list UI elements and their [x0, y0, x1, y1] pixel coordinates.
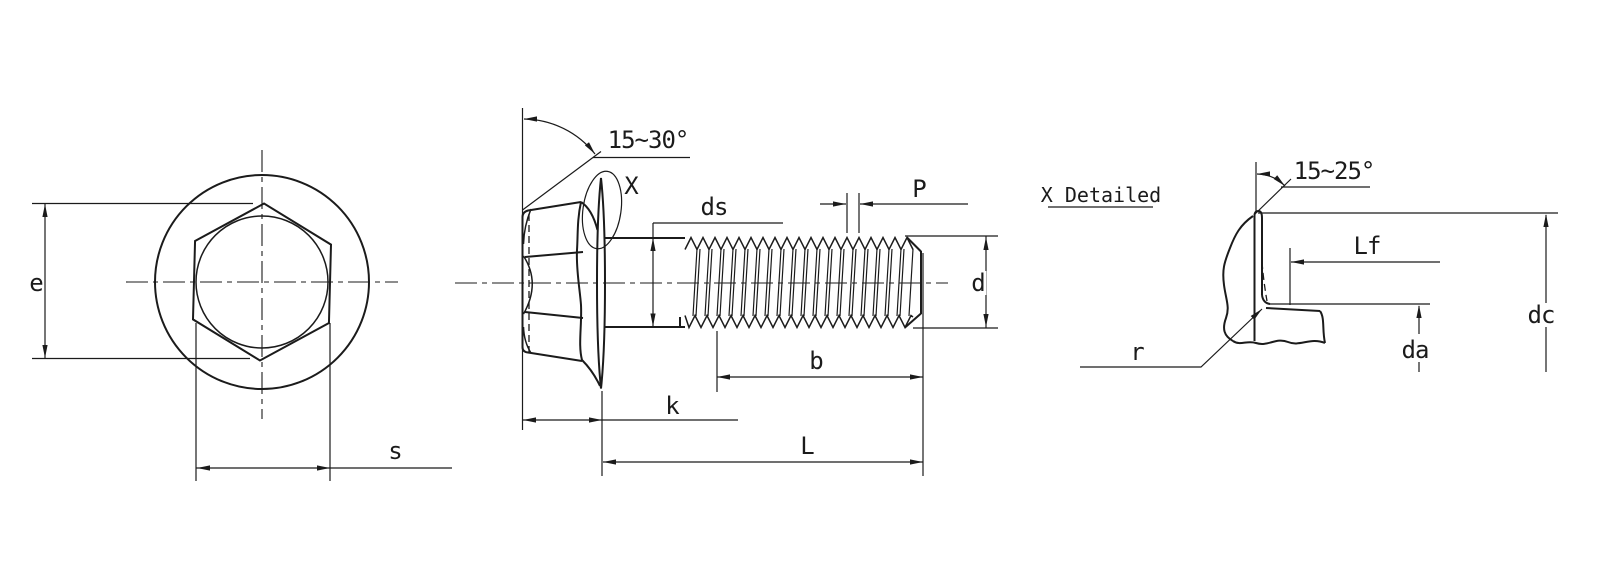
dim-label-da: da — [1401, 336, 1430, 364]
dim-label-b: b — [809, 347, 823, 375]
dim-label-lf: Lf — [1353, 232, 1382, 260]
dim-label-s: s — [388, 437, 402, 465]
dim-label-e: e — [29, 269, 43, 297]
dim-label-k: k — [665, 392, 679, 420]
angle-label-head-chamfer: 15~30° — [607, 126, 690, 154]
dim-label-l: L — [800, 432, 814, 460]
dim-label-p: P — [912, 175, 926, 203]
end-view-geometry — [32, 150, 452, 481]
dim-label-d: d — [969, 269, 987, 297]
dim-label-r: r — [1130, 338, 1144, 366]
dim-label-dc: dc — [1525, 301, 1557, 329]
detail-view-title: X Detailed — [1040, 183, 1162, 207]
detail-view-geometry — [1048, 162, 1558, 372]
side-view-geometry — [455, 108, 998, 476]
angle-label-flange-rim: 15~25° — [1293, 157, 1376, 185]
detail-mark-x: X — [624, 172, 638, 200]
dim-label-ds: ds — [700, 193, 729, 221]
